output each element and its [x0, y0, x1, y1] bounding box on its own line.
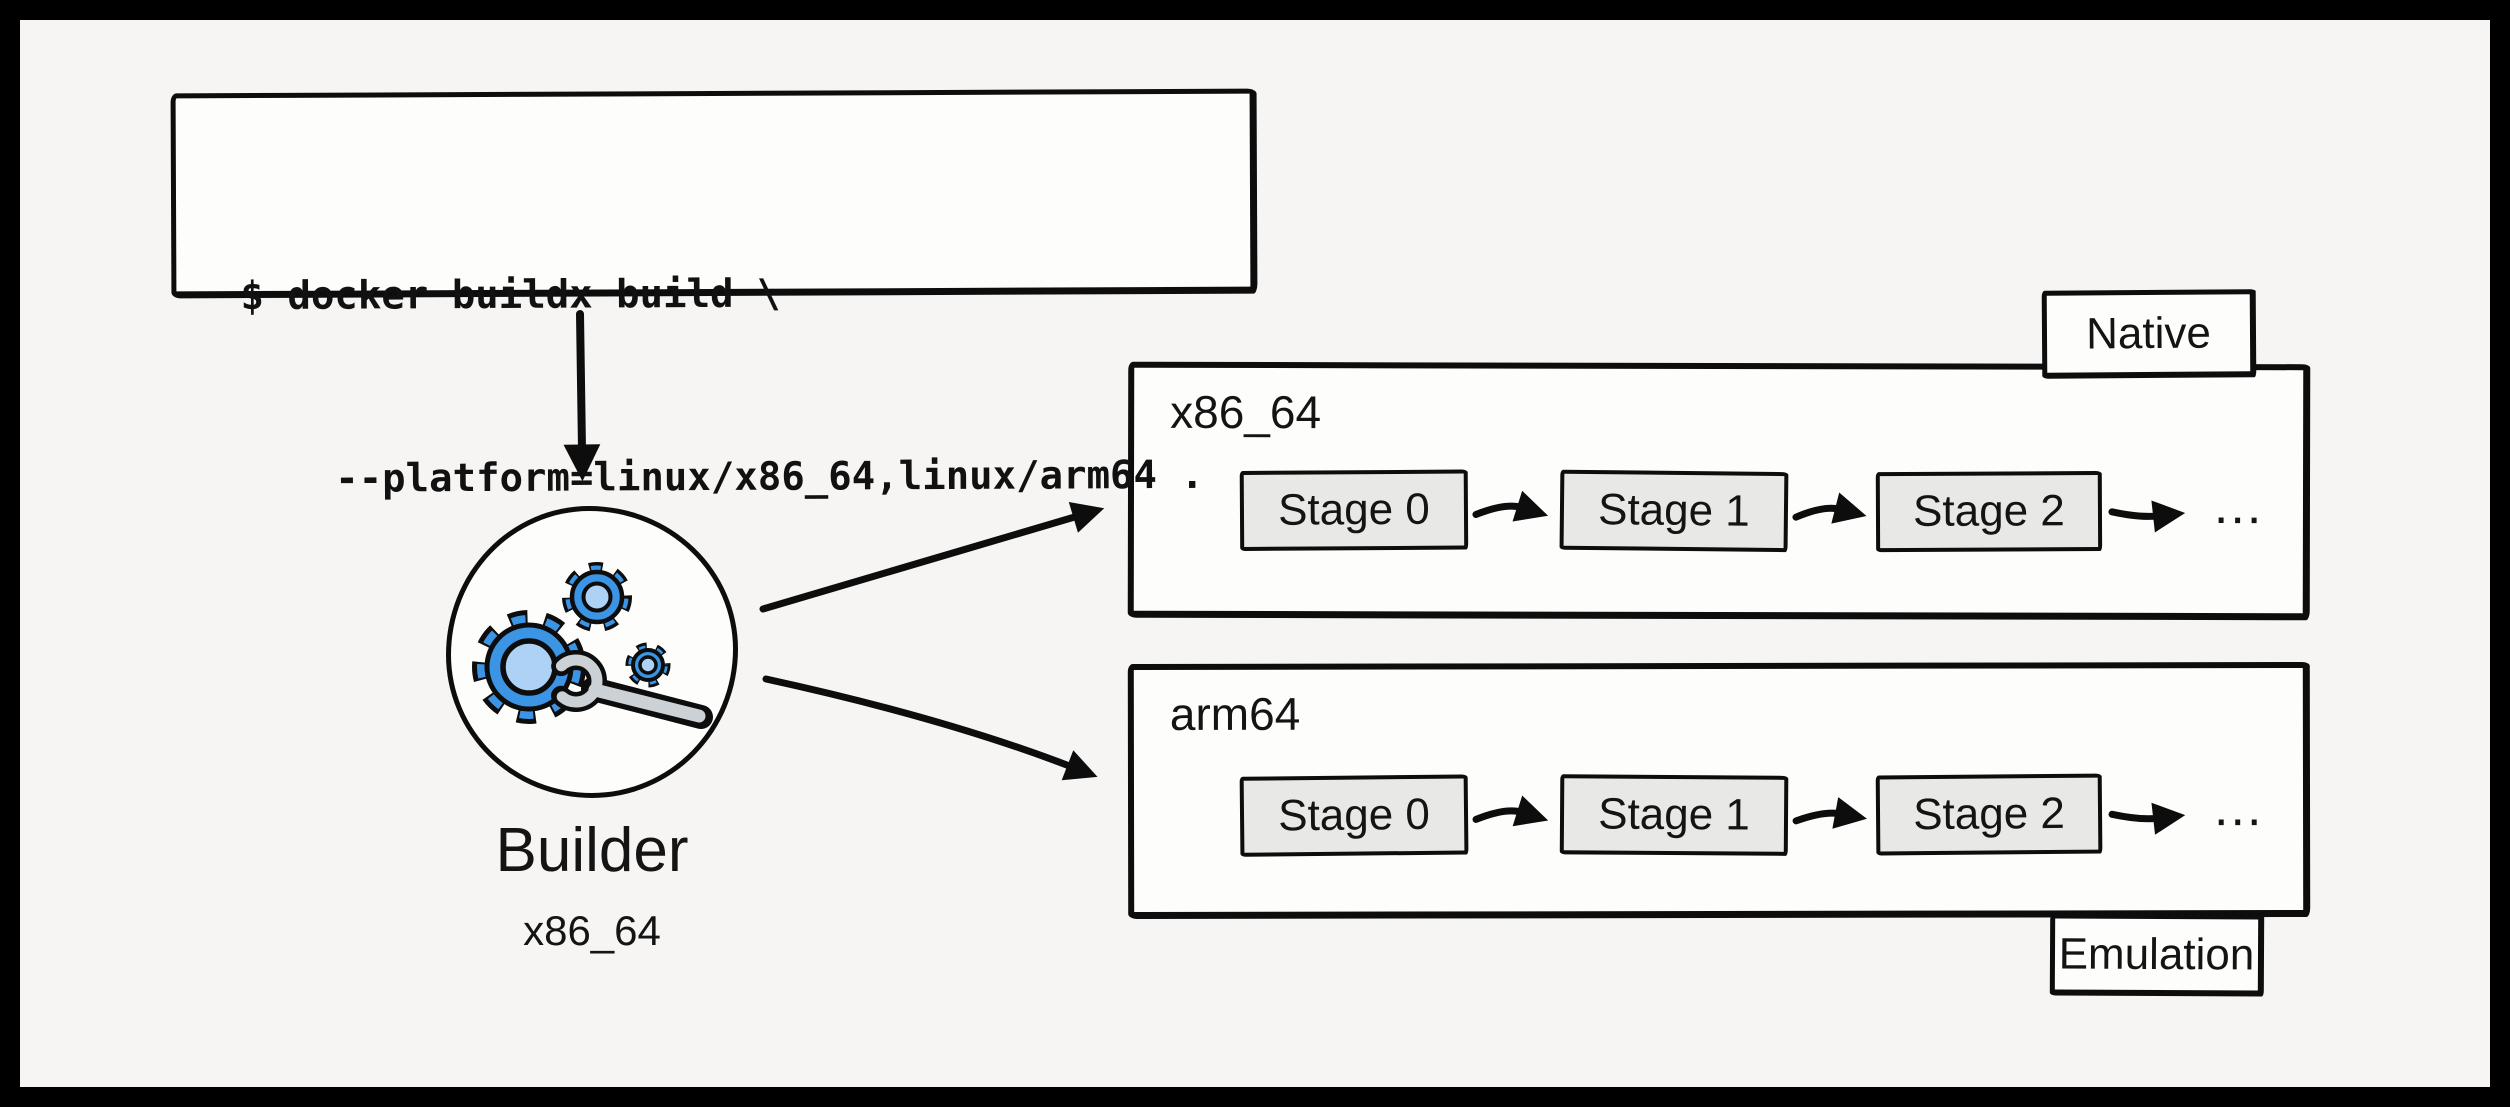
platform-tag-emulation: Emulation	[2049, 913, 2265, 997]
terminal-command-box: $ docker buildx build \ --platform=linux…	[170, 88, 1258, 502]
wrench-icon	[545, 650, 713, 729]
terminal-line-1: $ docker buildx build \	[240, 271, 781, 320]
pipeline-box-emulation: arm64 Stage 0 Stage 1 Stage 2 ...	[1127, 661, 2311, 920]
stage-arrow-icon	[2108, 802, 2186, 835]
stage-arrow-icon	[1472, 795, 1549, 827]
builder-arch-label: x86_64	[523, 907, 661, 954]
stage-box: Stage 0	[1239, 469, 1469, 551]
gear-icon	[562, 562, 632, 632]
stage-ellipsis: ...	[2213, 477, 2264, 536]
stage-box: Stage 0	[1239, 774, 1469, 857]
stage-arrow-icon	[2108, 500, 2186, 533]
stage-ellipsis: ...	[2213, 779, 2264, 838]
pipeline-box-native: x86_64 Stage 0 Stage 1 Stage 2 ...	[1127, 361, 2311, 621]
stage-box: Stage 2	[1875, 471, 2103, 553]
stage-box: Stage 2	[1875, 773, 2103, 856]
stage-arrow-icon	[1792, 797, 1867, 829]
platform-tag-native: Native	[2041, 289, 2257, 379]
arrow-builder-to-emulation-icon	[762, 675, 1098, 781]
gears-wrench-icon	[472, 562, 713, 729]
terminal-command-text: $ docker buildx build \ --platform=linux…	[240, 140, 1205, 632]
stage-arrow-icon	[1472, 490, 1549, 522]
builder-label: Builder	[495, 816, 689, 885]
stage-arrow-icon	[1792, 492, 1867, 524]
gear-icon	[625, 642, 671, 688]
pipeline-arch-label: arm64	[1169, 687, 1301, 740]
builder-circle	[446, 506, 738, 798]
stage-box: Stage 1	[1559, 469, 1789, 553]
terminal-line-2: --platform=linux/x86_64,linux/arm64 .	[241, 452, 1205, 503]
stage-box: Stage 1	[1559, 774, 1789, 856]
diagram-canvas: $ docker buildx build \ --platform=linux…	[20, 20, 2490, 1087]
